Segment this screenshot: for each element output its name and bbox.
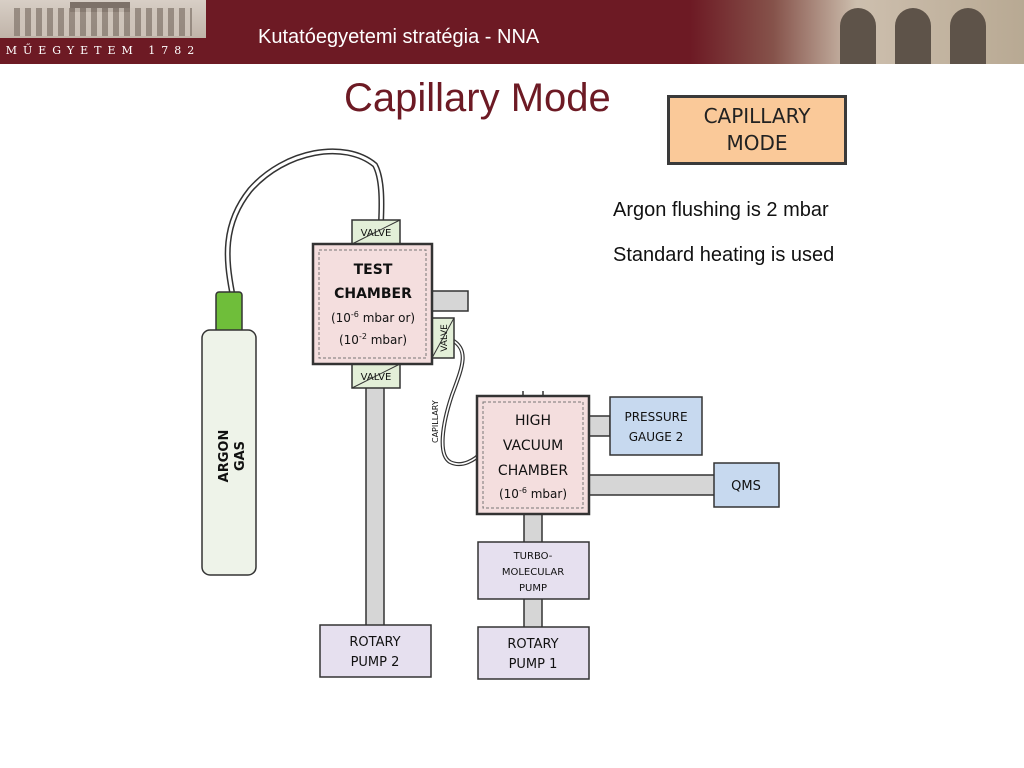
pipe-to-pressure-gauge [587,415,611,437]
building-roof [70,2,130,12]
turbo-molecular-pump: TURBO- MOLECULAR PUMP [477,541,590,600]
arch-decoration [895,8,931,64]
argon-label-line2: GAS [233,441,248,471]
building-arches-photo [690,0,1024,64]
capillary-label: CAPILLARY [431,400,440,443]
institution-caption: MŰEGYETEM 1782 [0,38,206,64]
valve-side-label: VALVE [440,324,450,352]
rotary-pump-1-line2: PUMP 1 [509,657,558,672]
cylinder-body [201,329,257,576]
valve-side: VALVE [431,317,455,359]
pipe-to-qms [587,474,716,496]
arch-decoration [840,8,876,64]
argon-cylinder: ARGON GAS [201,291,257,576]
test-chamber-pressure-1: (10-6 mbar or) [331,310,415,325]
rotary-pump-1-line1: ROTARY [507,637,558,652]
test-chamber-line1: TEST [354,262,393,278]
mode-box-line2: MODE [726,131,788,155]
argon-label-line1: ARGON [217,430,232,483]
header-bar: MŰEGYETEM 1782 Kutatóegyetemi stratégia … [0,0,1024,64]
test-chamber-pressure-2: (10-2 mbar) [339,332,407,347]
mode-box-line1: CAPILLARY [703,104,811,128]
note-argon-flushing: Argon flushing is 2 mbar [613,199,829,221]
pipe-to-rotary-pump-1 [523,597,543,629]
valve-top-label: VALVE [361,228,392,239]
qms: QMS [713,462,780,508]
pressure-gauge-line1: PRESSURE [624,410,687,424]
test-chamber-line2: CHAMBER [334,286,412,302]
building-facade [14,8,192,36]
header-title: Kutatóegyetemi stratégia - NNA [258,26,540,48]
note-standard-heating: Standard heating is used [613,244,835,266]
rotary-pump-2-line1: ROTARY [349,635,400,650]
test-chamber: TEST CHAMBER (10-6 mbar or) (10-2 mbar) [311,242,434,366]
pipe-test-chamber-side [429,290,469,312]
turbo-pump-line3: PUMP [519,583,547,594]
pipe-to-turbo-pump [523,512,543,544]
hv-chamber-line3: CHAMBER [498,463,568,479]
capillary-mode-box: CAPILLARY MODE [667,95,847,165]
rotary-pump-1: ROTARY PUMP 1 [477,626,590,680]
qms-label: QMS [731,479,761,494]
rotary-pump-2-line2: PUMP 2 [351,655,400,670]
slide-title: Capillary Mode [344,76,611,120]
high-vacuum-chamber: HIGH VACUUM CHAMBER (10-6 mbar) [475,394,591,516]
hv-chamber-line1: HIGH [515,413,551,429]
capillary-line [440,338,484,467]
turbo-pump-line1: TURBO- [513,551,553,562]
valve-bottom-label: VALVE [361,372,392,383]
university-building-photo: MŰEGYETEM 1782 [0,0,206,64]
cylinder-cap [215,291,243,333]
hv-chamber-pressure: (10-6 mbar) [499,486,567,501]
pipe-to-rotary-pump-2 [365,384,385,628]
hv-chamber-line2: VACUUM [503,438,563,454]
arch-decoration [950,8,986,64]
rotary-pump-2: ROTARY PUMP 2 [319,624,432,678]
pressure-gauge-2: PRESSURE GAUGE 2 [609,396,703,456]
turbo-pump-line2: MOLECULAR [502,567,564,578]
valve-bottom: VALVE [351,363,401,389]
argon-gas-line [224,148,385,293]
valve-top: VALVE [351,219,401,245]
pressure-gauge-line2: GAUGE 2 [629,430,684,444]
